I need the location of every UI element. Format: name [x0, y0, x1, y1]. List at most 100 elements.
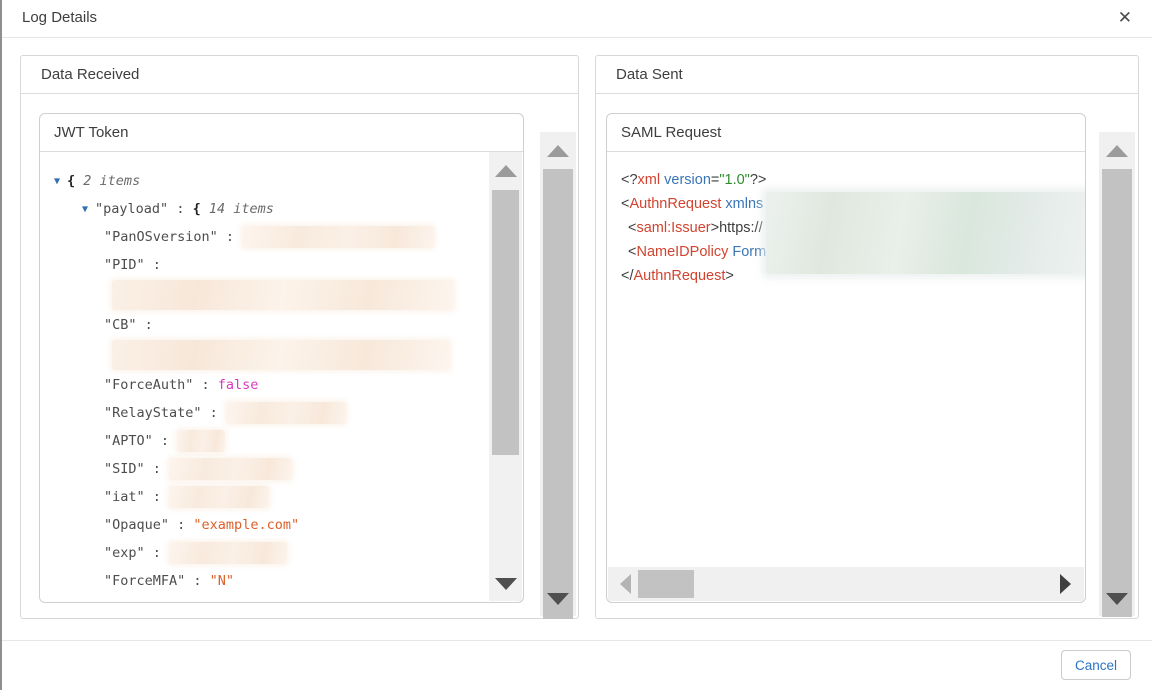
redacted-value — [169, 486, 270, 508]
json-tree-row: "ForceAuth" : false — [40, 371, 523, 399]
data-received-body: JWT Token ▼{ 2 items▼"payload" : { 14 it… — [21, 94, 578, 619]
json-colon: : — [144, 545, 170, 561]
xml-token: < — [628, 220, 637, 236]
scroll-down-icon[interactable] — [547, 593, 569, 605]
json-tree-row: "PanOSversion" : — [40, 223, 523, 251]
scrollbar-thumb[interactable] — [543, 169, 573, 619]
xml-token: AuthnRequest — [633, 268, 726, 284]
redacted-value — [242, 226, 435, 248]
data-sent-header: Data Sent — [596, 56, 1138, 94]
jwt-json-tree: ▼{ 2 items▼"payload" : { 14 items"PanOSv… — [40, 152, 523, 595]
scroll-left-icon[interactable] — [620, 574, 631, 594]
saml-request-title: SAML Request — [607, 114, 1085, 152]
scroll-up-icon[interactable] — [494, 165, 517, 177]
json-tree-row: "SID" : — [40, 455, 523, 483]
cancel-button[interactable]: Cancel — [1060, 650, 1131, 680]
data-received-header: Data Received — [21, 56, 578, 94]
json-string-value: "example.com" — [193, 517, 300, 533]
json-colon: : — [193, 377, 218, 393]
scroll-up-icon[interactable] — [1106, 145, 1128, 157]
json-colon: : — [217, 229, 243, 245]
xml-token: version — [660, 172, 711, 188]
data-received-scrollbar[interactable] — [540, 132, 576, 619]
json-key: "iat" — [104, 489, 145, 505]
scroll-up-icon[interactable] — [547, 145, 569, 157]
xml-token: "1.0" — [719, 172, 750, 188]
jwt-token-box: JWT Token ▼{ 2 items▼"payload" : { 14 it… — [39, 113, 524, 603]
json-key: "exp" — [104, 545, 145, 561]
json-colon: : — [201, 405, 226, 421]
scrollbar-thumb[interactable] — [492, 190, 519, 455]
redacted-value — [169, 542, 288, 564]
scroll-down-icon[interactable] — [494, 578, 517, 590]
xml-token: xmlns — [721, 196, 764, 212]
xml-token: https:// — [719, 220, 763, 236]
xml-token: Form — [728, 244, 767, 260]
xml-code-line: <NameIDPolicy Form — [621, 240, 1085, 264]
json-colon: : — [168, 201, 193, 217]
json-colon: : — [144, 257, 170, 273]
json-tree-row: "exp" : — [40, 539, 523, 567]
json-key: "CB" — [104, 317, 137, 333]
xml-token: < — [621, 196, 630, 212]
json-key: "ForceAuth" — [104, 377, 194, 393]
json-key: "PanOSversion" — [104, 229, 218, 245]
expand-arrow-icon[interactable]: ▼ — [54, 175, 61, 187]
close-icon[interactable]: ✕ — [1117, 8, 1132, 27]
json-tree-row: "APTO" : — [40, 427, 523, 455]
scroll-right-icon[interactable] — [1060, 574, 1071, 594]
redacted-value — [177, 430, 226, 452]
xml-code-line: <AuthnRequest xmlns — [621, 192, 1085, 216]
scroll-down-icon[interactable] — [1106, 593, 1128, 605]
json-colon: : — [144, 489, 170, 505]
redacted-value — [169, 458, 293, 480]
xml-code-line: </AuthnRequest> — [621, 264, 1085, 288]
modal-footer: Cancel — [2, 640, 1152, 690]
json-colon: : — [152, 433, 178, 449]
xml-token: < — [628, 244, 637, 260]
saml-request-box: SAML Request <?xml version="1.0"?><Authn… — [606, 113, 1086, 603]
data-sent-body: SAML Request <?xml version="1.0"?><Authn… — [596, 94, 1138, 618]
xml-token: xml — [637, 172, 661, 188]
data-received-panel: Data Received JWT Token ▼{ 2 items▼"payl… — [20, 55, 579, 619]
data-sent-scrollbar[interactable] — [1099, 132, 1135, 617]
item-count: 14 items — [208, 201, 274, 217]
json-colon: : — [136, 317, 161, 333]
data-sent-panel: Data Sent SAML Request <?xml version="1.… — [595, 55, 1139, 619]
json-tree-row: "RelayState" : — [40, 399, 523, 427]
json-tree-row: "PID" : — [40, 251, 523, 279]
xml-token: saml:Issuer — [636, 220, 711, 236]
json-key: "RelayState" — [104, 405, 202, 421]
scrollbar-thumb[interactable] — [1102, 169, 1132, 617]
json-tree-row: ▼{ 2 items — [40, 167, 523, 195]
xml-token: </ — [621, 268, 634, 284]
scrollbar-thumb[interactable] — [638, 570, 694, 598]
xml-token: ?> — [749, 172, 767, 188]
xml-token: > — [725, 268, 734, 284]
json-string-value: "N" — [209, 573, 235, 589]
saml-xml-code: <?xml version="1.0"?><AuthnRequest xmlns… — [607, 152, 1085, 288]
json-tree-row: ▼"payload" : { 14 items — [40, 195, 523, 223]
json-key: "PID" — [104, 257, 145, 273]
modal-title: Log Details — [22, 9, 98, 26]
xml-token: AuthnRequest — [629, 196, 722, 212]
xml-code-line: <?xml version="1.0"?> — [621, 168, 1085, 192]
json-boolean-value: false — [217, 377, 259, 393]
jwt-scrollbar[interactable] — [489, 152, 522, 601]
json-colon: : — [185, 573, 210, 589]
json-brace: { — [67, 173, 84, 189]
redacted-value-row — [40, 280, 523, 310]
json-key: "SID" — [104, 461, 145, 477]
xml-token: NameIDPolicy — [636, 244, 729, 260]
json-tree-row: "iat" : — [40, 483, 523, 511]
json-tree-row: "Opaque" : "example.com" — [40, 511, 523, 539]
saml-horizontal-scrollbar[interactable] — [608, 567, 1084, 601]
redacted-value — [112, 280, 454, 310]
json-colon: : — [144, 461, 170, 477]
redacted-value-row — [40, 340, 523, 370]
redacted-xml-region — [766, 192, 1085, 274]
expand-arrow-icon[interactable]: ▼ — [82, 203, 89, 215]
json-key: "APTO" — [104, 433, 153, 449]
xml-code-line: <saml:Issuer>https:// — [621, 216, 1085, 240]
json-key: "Opaque" — [104, 517, 170, 533]
